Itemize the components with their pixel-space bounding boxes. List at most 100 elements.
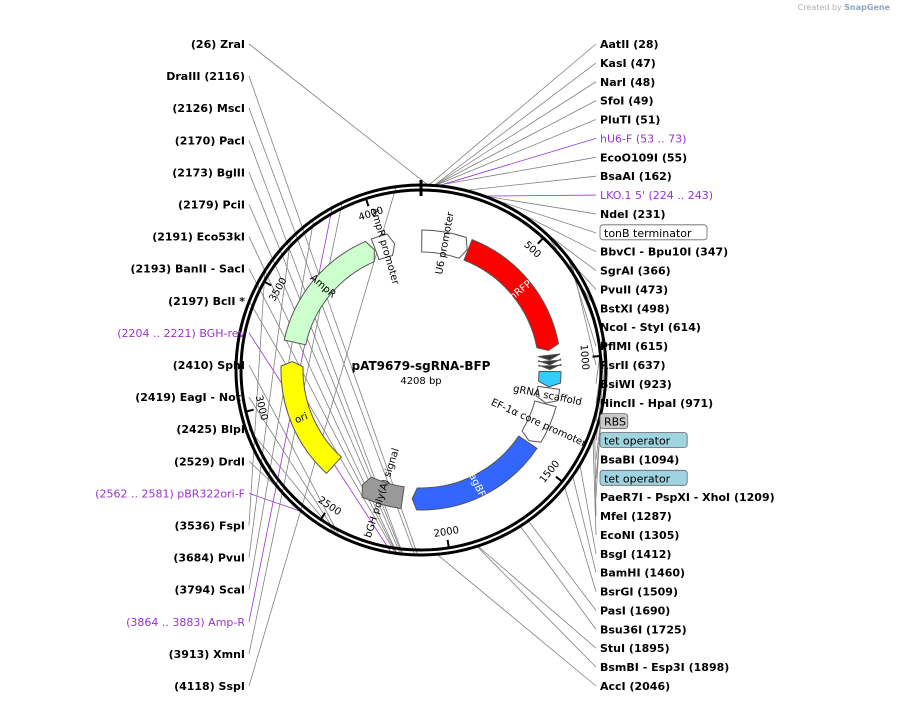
feature-badge — [599, 413, 629, 430]
leader-line — [434, 81, 597, 186]
feature-tagbfp — [411, 435, 538, 511]
plasmid-length: 4208 bp — [400, 376, 441, 387]
enzyme-site-label: (2179) PciI — [178, 199, 245, 212]
leader-line — [434, 119, 597, 186]
site-labels: AatII (28) KasI (47) NarI (48) SfoI (49) Plu… — [95, 38, 774, 693]
feature-badge — [599, 224, 708, 241]
leader-line — [572, 475, 597, 573]
ruler-label: 2000 — [433, 525, 460, 540]
enzyme-site-label: (2126) MscI — [172, 102, 245, 115]
enzyme-site-label: MfeI (1287) — [600, 510, 672, 523]
feature-ampr-promoter — [370, 233, 396, 261]
enzyme-site-label: EcoNI (1305) — [600, 529, 679, 542]
enzyme-site-label: (2529) DrdI — [174, 455, 245, 468]
ruler-label: 3500 — [268, 276, 290, 304]
ruler-tick — [555, 475, 564, 483]
credit-prefix: Created by — [797, 3, 842, 12]
enzyme-site-label: (3536) FspI — [174, 520, 245, 533]
enzyme-site-label: Bsu36I (1725) — [600, 623, 687, 636]
enzyme-site-label: (2170) PacI — [175, 134, 245, 147]
enzyme-site-label: StuI (1895) — [600, 642, 670, 655]
enzyme-site-label: PluTI (51) — [600, 114, 660, 127]
leader-line — [484, 194, 597, 197]
leader-line — [248, 300, 396, 554]
enzyme-site-label: (2410) SphI — [173, 359, 245, 372]
leader-line — [519, 525, 597, 630]
leader-line — [477, 545, 597, 649]
enzyme-site-label: KasI (47) — [600, 57, 656, 70]
enzyme-site-label: BsmBI - Esp3I (1898) — [600, 661, 729, 674]
feature-ampr — [283, 240, 375, 346]
enzyme-site-label: NcoI - StyI (614) — [600, 321, 701, 334]
enzyme-site-label: (3684) PvuI — [173, 552, 245, 565]
leader-line — [248, 43, 429, 186]
leader-line — [434, 100, 597, 186]
ruler-tick — [263, 280, 272, 287]
ruler-label: 1500 — [538, 459, 562, 486]
feature-badge-label: tet operator — [604, 435, 671, 448]
feature-badge — [599, 469, 688, 486]
enzyme-site-label: (2419) EagI - NotI — [135, 391, 245, 404]
leader-line — [248, 108, 416, 556]
enzyme-site-label: BsgI (1412) — [600, 548, 671, 561]
feature-bgh-poly-a-signal — [361, 476, 405, 510]
feature-grna-scaffold — [535, 385, 561, 404]
leader-line — [564, 486, 597, 592]
enzyme-site-label: (26) ZraI — [191, 38, 245, 51]
enzyme-site-label: BamHI (1460) — [600, 567, 685, 580]
snapgene-brand: SnapGene — [844, 3, 890, 12]
primer-site-label: (3864 .. 3883) Amp-R — [126, 616, 245, 629]
leader-line — [592, 438, 597, 535]
ruler-tick — [592, 355, 602, 358]
enzyme-site-label: SfoI (49) — [600, 95, 654, 108]
feature-ori — [280, 360, 343, 475]
ruler-tick — [537, 236, 545, 245]
snapgene-credit: Created by SnapGene — [798, 3, 890, 12]
feature-ef-1a-core-promoter — [521, 400, 557, 443]
feature-badge — [599, 432, 688, 448]
ruler-tick — [245, 408, 254, 413]
enzyme-site-label: SgrAI (366) — [600, 265, 671, 278]
enzyme-site-label: BsiWI (923) — [600, 378, 672, 391]
ruler-tick — [319, 512, 326, 521]
enzyme-site-label: NarI (48) — [600, 76, 655, 89]
enzyme-site-label: RsrII (637) — [600, 359, 665, 372]
leader-line — [248, 364, 340, 537]
feature-badge-label: tet operator — [604, 472, 671, 485]
feature-u6-promoter — [421, 229, 468, 259]
enzyme-site-label: AatII (28) — [600, 38, 659, 51]
feature-label: ori — [293, 411, 309, 426]
enzyme-site-label: (3794) ScaI — [175, 584, 245, 597]
ruler-tick — [364, 197, 370, 207]
leader-line — [438, 138, 597, 187]
enzyme-site-label: BsaBI (1094) — [600, 453, 679, 466]
leader-line — [248, 493, 303, 513]
feature-mrfp1 — [463, 238, 560, 351]
leader-line — [248, 268, 397, 554]
leader-line — [436, 553, 597, 687]
ruler-label: 1000 — [578, 344, 591, 370]
leader-line — [428, 43, 597, 186]
plasmid-name: pAT9679-sgRNA-BFP — [352, 359, 491, 373]
enzyme-site-label: (2193) BanII - SacI — [130, 263, 245, 276]
feature-grna — [537, 370, 562, 388]
enzyme-site-label: (2425) BlpI — [176, 423, 245, 436]
enzyme-site-label: BbvCI - Bpu10I (347) — [600, 246, 728, 259]
leader-line — [527, 520, 597, 611]
enzyme-site-label: BsrGI (1509) — [600, 586, 678, 599]
enzyme-site-label: HincII - HpaI (971) — [600, 397, 713, 410]
leader-line — [476, 546, 597, 668]
leader-line — [483, 195, 597, 215]
leader-line — [248, 396, 338, 536]
enzyme-site-label: BstXI (498) — [600, 302, 670, 315]
feature-rbs — [538, 353, 561, 361]
enzyme-site-label: NdeI (231) — [600, 208, 665, 221]
primer-site-label: LKO.1 5' (224 .. 243) — [600, 189, 713, 202]
leader-line — [248, 238, 291, 558]
ruler-tick — [446, 539, 450, 549]
enzyme-site-label: (4118) SspI — [174, 680, 245, 693]
enzyme-site-label: (2191) Eco53kI — [152, 231, 245, 244]
enzyme-site-label: PaeR7I - PspXI - XhoI (1209) — [600, 491, 775, 504]
leader-line — [248, 75, 419, 556]
leader-line — [465, 175, 597, 191]
